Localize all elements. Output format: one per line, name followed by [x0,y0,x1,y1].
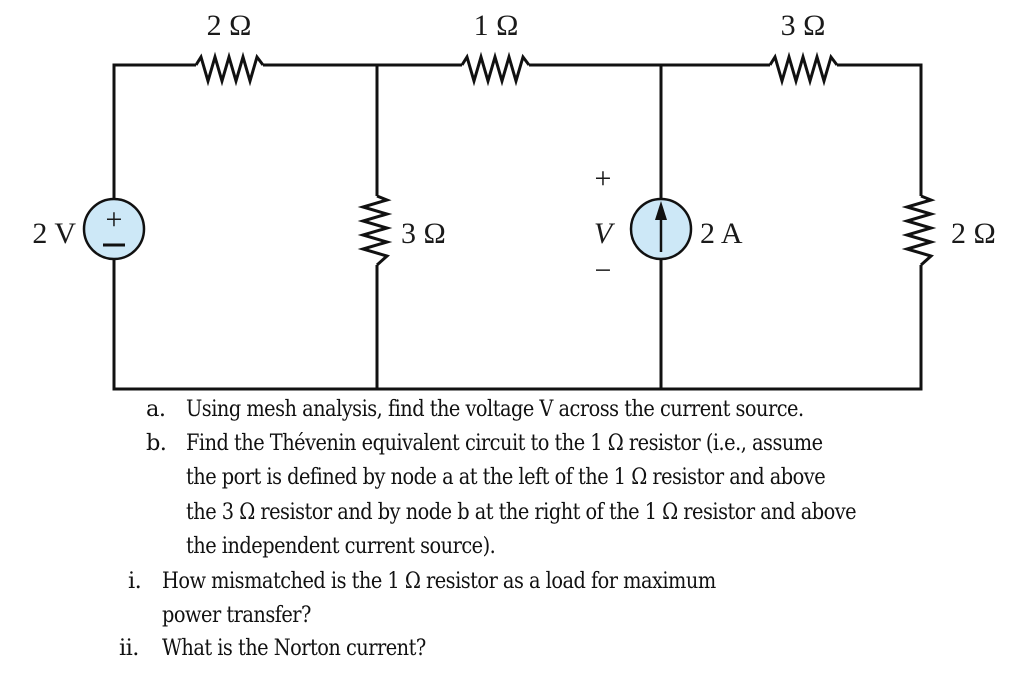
voltage-source-circle [82,197,146,261]
current-source [629,197,693,261]
label-R1: 2 Ω [207,9,252,42]
label-voltage-source: 2 V [32,217,76,250]
question-marker: i. [128,568,142,594]
label-R3: 3 Ω [781,9,826,42]
resistor-R3-zigzag [768,51,839,87]
label-current-source: 2 A [700,217,743,250]
question-marker: ii. [119,635,139,661]
voltage-plus-sign: + [595,162,612,195]
question-text: How mismatched is the 1 Ω resistor as a … [162,568,716,594]
wire-top-left [112,63,196,199]
label-R2: 1 Ω [474,9,519,42]
resistor-R5-zigzag [901,194,937,267]
wire-top-right [837,63,923,196]
arrowhead-icon [655,201,667,220]
resistor-R4-zigzag [357,194,393,267]
question-text: Find the Thévenin equivalent circuit to … [186,430,823,456]
resistor-R2-zigzag [460,51,531,87]
question-text: the port is defined by node a at the lef… [186,464,826,490]
voltage-minus-sign: − [595,254,612,287]
question-marker: b. [146,430,167,456]
resistor-R1-zigzag [194,51,265,87]
voltage-source: + [82,197,146,261]
plus-icon: + [106,203,123,236]
question-text: power transfer? [162,602,311,628]
wires [112,63,923,391]
question-text: Using mesh analysis, find the voltage V … [186,396,804,422]
voltage-V-label: V [594,217,616,250]
question-text: the 3 Ω resistor and by node b at the ri… [186,499,857,525]
circuit-diagram: + 2 Ω 1 Ω 3 Ω 3 Ω 2 Ω 2 V 2 A + V − [32,9,996,391]
wire-right-bottom [112,259,923,391]
question-marker: a. [146,396,166,422]
label-R4: 3 Ω [401,217,446,250]
question-text: What is the Norton current? [162,635,426,661]
label-R5: 2 Ω [951,217,996,250]
question-text: the independent current source). [186,533,496,559]
